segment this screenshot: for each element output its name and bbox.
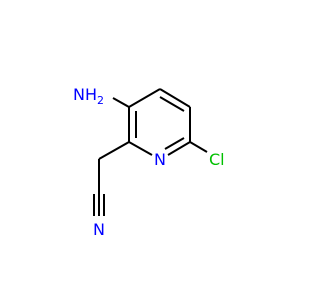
bond-c3-c4 xyxy=(128,88,161,108)
background xyxy=(0,0,300,300)
bond-c6-n1-double xyxy=(164,137,185,150)
bond-c2-ch2 xyxy=(98,141,130,160)
bond-c4-c5-double xyxy=(159,96,185,112)
bond-c3-nh2 xyxy=(112,97,130,108)
bond-n1-c2 xyxy=(128,141,153,156)
bonds xyxy=(93,88,208,216)
bond-c6-n1 xyxy=(167,141,191,156)
bond-c6-cl xyxy=(189,141,208,153)
amino-group-label: NH2 xyxy=(73,85,104,107)
chlorine-label: Cl xyxy=(209,150,225,169)
atom-labels: NH2 N Cl N xyxy=(73,85,225,239)
amino-label: NH xyxy=(73,85,97,104)
amino-subscript: 2 xyxy=(97,94,104,107)
bond-c4-c5 xyxy=(159,88,191,108)
ring-nitrogen-label: N xyxy=(154,150,166,169)
molecule-diagram: NH2 N Cl N xyxy=(0,0,300,300)
nitrile-nitrogen-label: N xyxy=(93,220,105,239)
